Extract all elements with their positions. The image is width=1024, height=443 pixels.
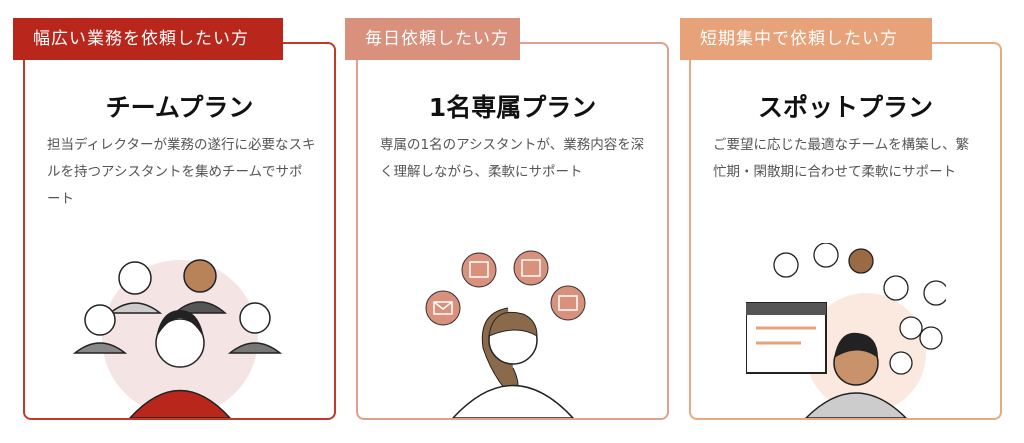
plan-tag-spot: 短期集中で依頼したい方 (680, 18, 932, 60)
plan-tag-team: 幅広い業務を依頼したい方 (13, 18, 283, 60)
team-illustration (72, 259, 282, 418)
assistant-illustration (425, 250, 585, 418)
plan-title: 1名専属プラン (428, 93, 597, 122)
plan-tag-dedicated: 毎日依頼したい方 (345, 18, 520, 60)
plan-title: スポットプラン (757, 93, 933, 122)
plan-card-spot[interactable]: スポットプラン ご要望に応じた最適なチームを構築し、繁忙期・閑散期に合わせて柔軟… (689, 42, 1002, 420)
plan-card-dedicated[interactable]: 1名専属プラン 専属の1名のアシスタントが、業務内容を深く理解しながら、柔軟にサ… (356, 42, 669, 420)
plan-description: 専属の1名のアシスタントが、業務内容を深く理解しながら、柔軟にサポート (380, 137, 645, 180)
plan-title: チームプラン (105, 93, 254, 122)
plan-card-team[interactable]: チームプラン 担当ディレクターが業務の遂行に必要なスキルを持つアシスタントを集め… (23, 42, 336, 420)
spot-team-illustration (745, 243, 946, 418)
plan-description: ご要望に応じた最適なチームを構築し、繁忙期・閑散期に合わせて柔軟にサポート (713, 137, 970, 180)
plan-description: 担当ディレクターが業務の遂行に必要なスキルを持つアシスタントを集めチームでサポー… (47, 137, 316, 207)
